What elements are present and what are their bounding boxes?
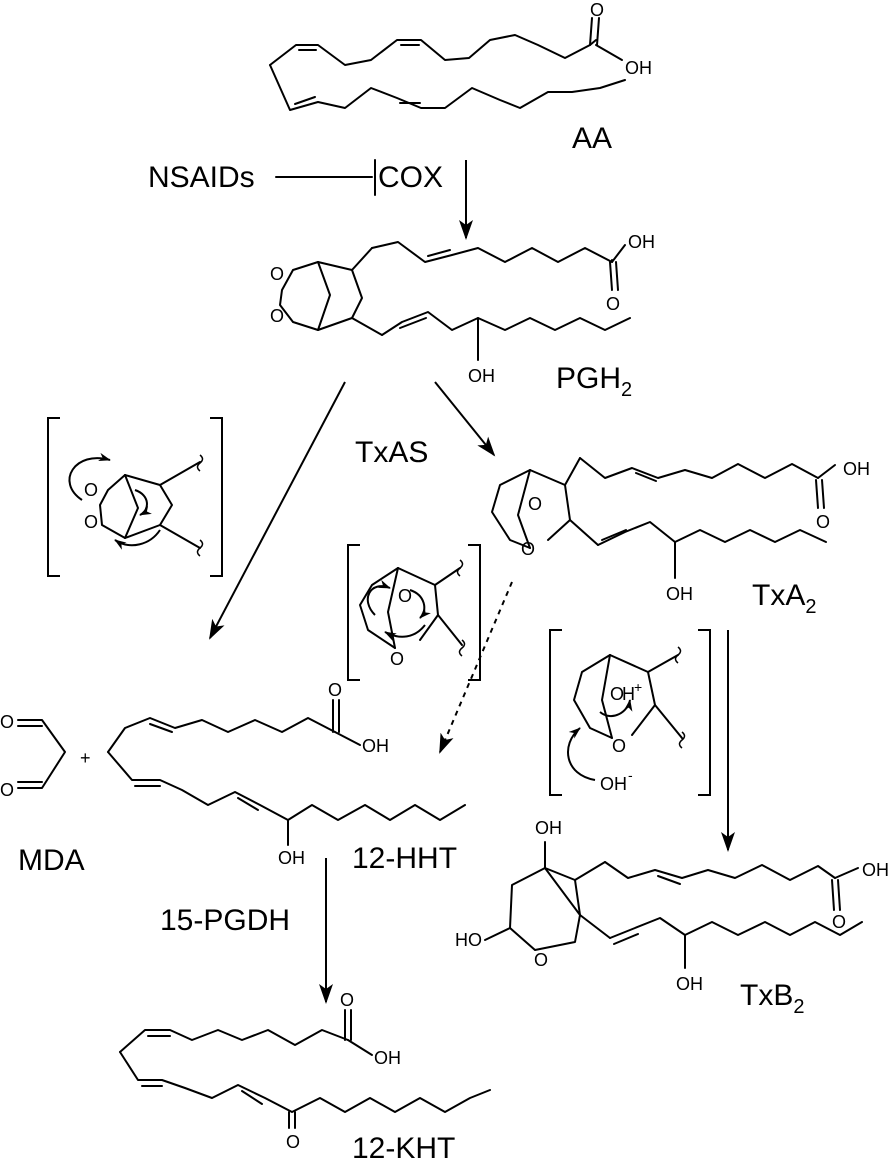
txas-arrow [434,381,496,457]
txb2-ring-o: O [534,950,548,970]
hht-oh: OH [278,848,305,868]
mech1-curly-arrow-2 [134,489,152,516]
mechanism-bracket-3: O H + O OH - [549,629,711,796]
mech3-hydroxide: OH [600,774,627,794]
mda-o2: O [0,780,14,800]
mech1-curly-arrow-1 [68,452,111,501]
mda-o1: O [0,712,14,732]
mech2-bridge-o: O [398,586,412,606]
kht-carbonyl-o: O [340,990,354,1010]
pgh2-label: PGH2 [556,362,632,401]
kht-label: 12-KHT [352,1132,455,1163]
mech3-curly-arrow-1 [567,727,596,781]
mech3-protonated-o: O [610,684,624,704]
pgh2-oh-acid: OH [628,232,655,252]
aa-label: AA [572,122,612,155]
arrow-pgh2-to-hht [209,381,346,640]
aa-carbonyl-o: O [590,0,604,20]
txa2-structure: O O OH O OH [491,457,870,604]
txa2-ring-o: O [521,539,535,559]
mech1-o2: O [84,512,98,532]
nsaids-label: NSAIDs [148,161,255,194]
pgh2-structure: O O OH O OH [270,232,655,386]
kht-structure: O OH O [119,990,491,1152]
mda-structure: O O [0,712,66,800]
txb2-oh-acid: OH [862,860,889,880]
mech3-curly-arrow-2 [599,699,633,718]
aa-structure: O OH [269,0,652,111]
txb2-carbonyl-o: O [832,912,846,932]
mech2-ring-o: O [390,649,404,669]
pgh2-ring-o1: O [270,264,284,284]
txb2-oh: OH [676,974,703,994]
mech2-curly-arrow-3 [384,624,426,642]
txb2-label: TxB2 [740,979,804,1018]
txa2-label: TxA2 [752,579,816,618]
mech3-h: H [622,684,635,704]
hht-structure: O OH OH [107,680,466,868]
mech2-curly-arrow-1 [366,579,391,616]
txa2-oh: OH [666,584,693,604]
txa2-carbonyl-o: O [816,512,830,532]
txa2-bridge-o: O [528,494,542,514]
hht-oh-acid: OH [362,736,389,756]
pgdh-label: 15-PGDH [160,904,290,937]
mech1-curly-arrow-3 [114,529,161,550]
txb2-oh-ring: OH [535,818,562,838]
plus-sign: + [80,748,91,768]
mech3-ring-o: O [612,736,626,756]
mech2-curly-arrow-2 [409,589,431,619]
pgh2-carbonyl-o: O [606,294,620,314]
kht-ketone-o: O [286,1132,300,1152]
txas-label: TxAS [355,436,428,469]
aa-oh: OH [625,58,652,78]
hht-label: 12-HHT [352,842,457,875]
txb2-structure: OH HO O OH O OH [455,818,889,994]
pgh2-oh: OH [468,366,495,386]
txb2-ho-hemiacetal: HO [455,930,482,950]
mechanism-bracket-2: O O [347,544,481,681]
kht-oh-acid: OH [374,1048,401,1068]
cox-label: COX [378,161,443,194]
hht-carbonyl-o: O [328,680,342,700]
mda-label: MDA [18,844,85,877]
mechanism-bracket-1: O O [47,417,223,577]
mech3-minus-charge: - [628,767,633,783]
arrow-txa2-to-hht [439,581,513,754]
txa2-oh-acid: OH [843,459,870,479]
mech1-o1: O [84,480,98,500]
mech3-plus-charge: + [634,679,642,695]
pgh2-ring-o2: O [270,306,284,326]
